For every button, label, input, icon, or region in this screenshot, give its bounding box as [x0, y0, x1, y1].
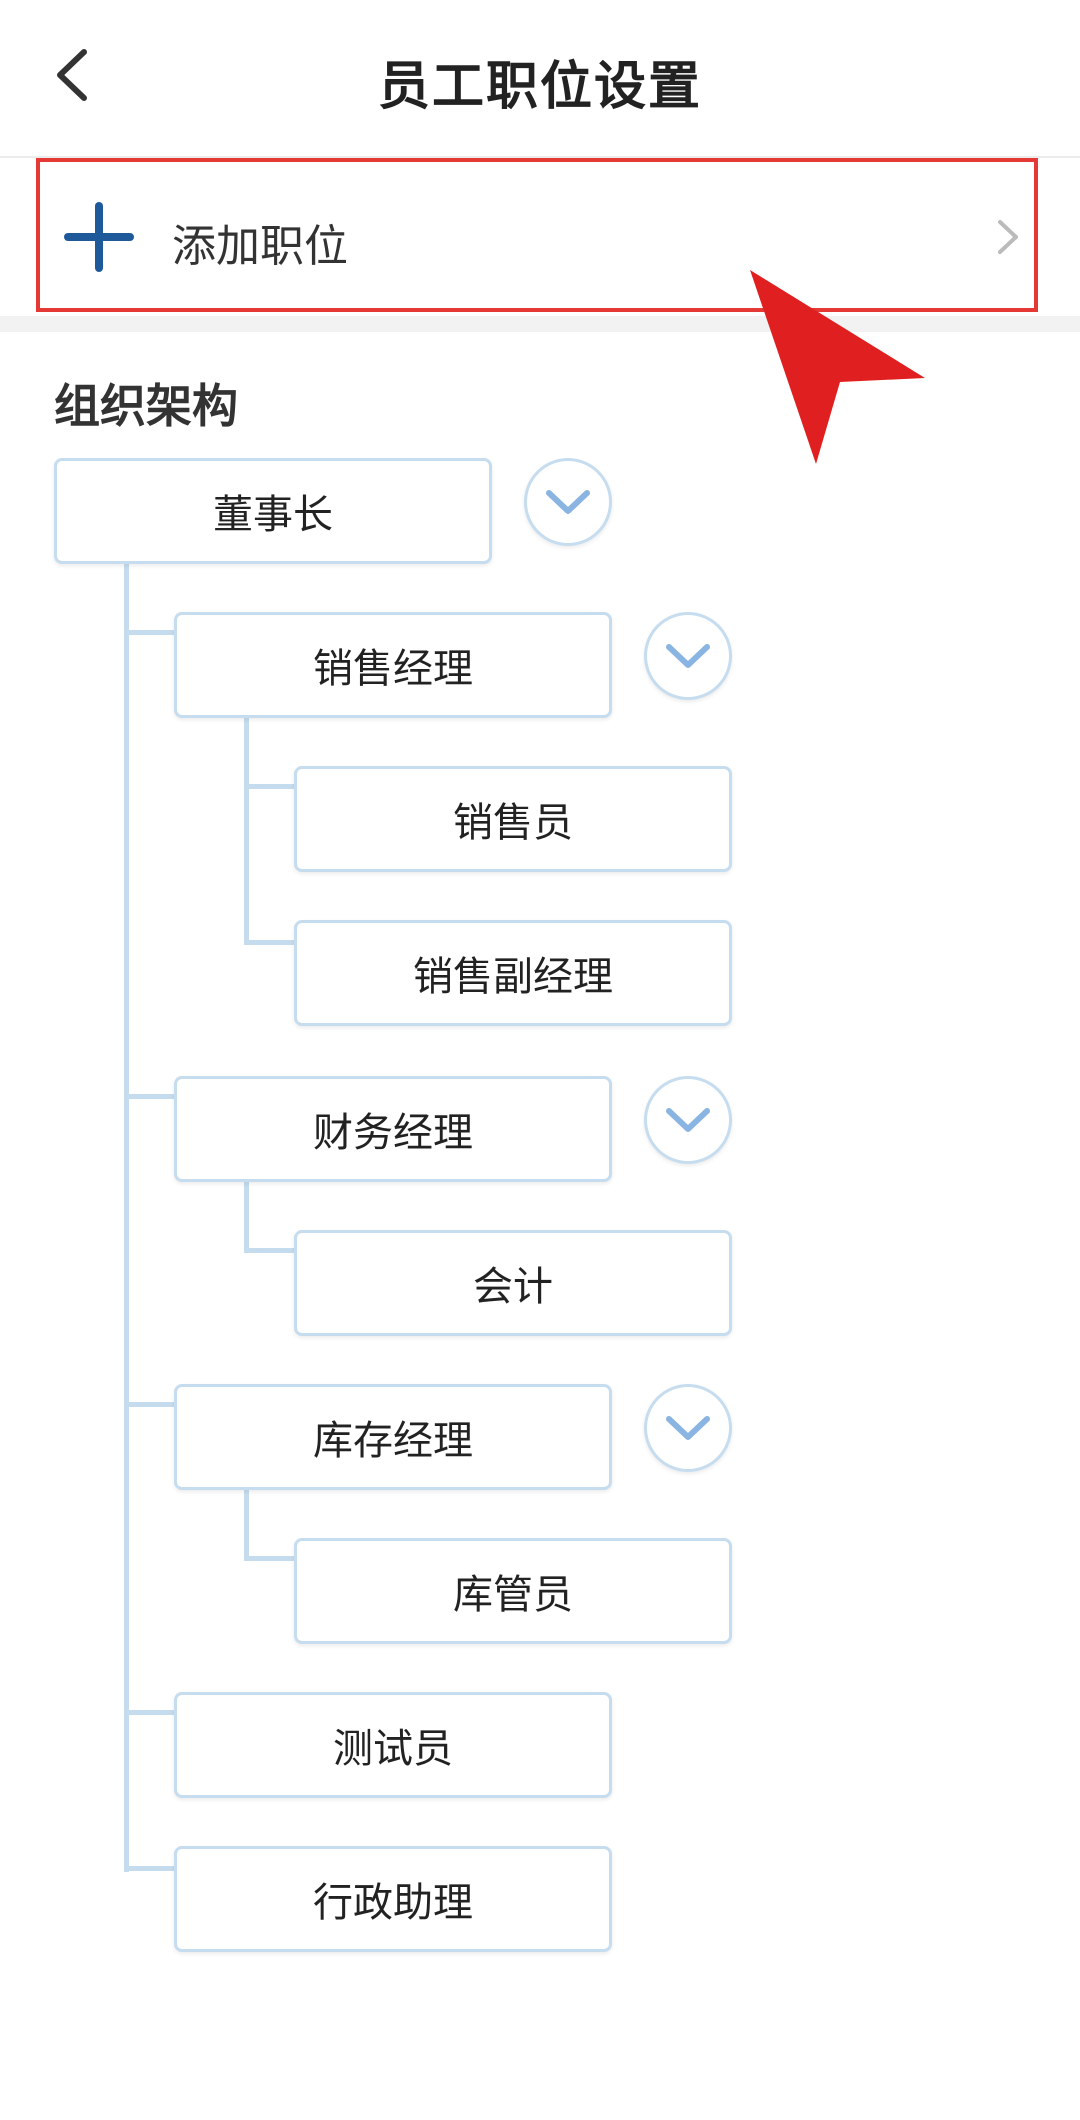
chevron-left-icon	[57, 49, 87, 101]
tree-line	[244, 1556, 296, 1561]
tree-line	[124, 630, 176, 635]
tree-line	[124, 1094, 176, 1099]
org-node-admin-assistant[interactable]: 行政助理	[174, 1846, 612, 1952]
add-position-label: 添加职位	[172, 221, 348, 272]
chevron-down-icon	[666, 644, 710, 668]
org-node-accountant[interactable]: 会计	[294, 1230, 732, 1336]
expand-button-inventory-manager[interactable]	[644, 1384, 732, 1472]
tree-line	[244, 718, 249, 944]
add-position-row[interactable]: 添加职位	[36, 158, 1038, 312]
org-node-finance-manager[interactable]: 财务经理	[174, 1076, 612, 1182]
org-node-warehouse-keeper[interactable]: 库管员	[294, 1538, 732, 1644]
org-node-deputy-sales-manager[interactable]: 销售副经理	[294, 920, 732, 1026]
tree-line	[124, 1402, 176, 1407]
tree-line	[244, 784, 296, 789]
org-node-inventory-manager[interactable]: 库存经理	[174, 1384, 612, 1490]
page-title: 员工职位设置	[377, 57, 702, 117]
plus-icon	[64, 202, 134, 272]
tree-line	[244, 1182, 249, 1252]
org-node-salesperson[interactable]: 销售员	[294, 766, 732, 872]
chevron-down-icon	[546, 490, 590, 514]
expand-button-sales-manager[interactable]	[644, 612, 732, 700]
org-node-sales-manager[interactable]: 销售经理	[174, 612, 612, 718]
cursor-arrow-icon	[750, 270, 925, 464]
chevron-down-icon	[666, 1108, 710, 1132]
tree-line	[124, 1710, 176, 1715]
back-button[interactable]	[40, 30, 110, 120]
expand-button-chairman[interactable]	[524, 458, 612, 546]
org-node-chairman[interactable]: 董事长	[54, 458, 492, 564]
tree-line	[244, 940, 296, 945]
chevron-right-icon	[998, 220, 1018, 254]
tree-line	[244, 1248, 296, 1253]
top-bar: 员工职位设置	[0, 0, 1080, 158]
chevron-down-icon	[666, 1416, 710, 1440]
tree-line	[124, 562, 129, 1872]
tree-line	[244, 1490, 249, 1560]
expand-button-finance-manager[interactable]	[644, 1076, 732, 1164]
org-node-tester[interactable]: 测试员	[174, 1692, 612, 1798]
org-structure-title: 组织架构	[54, 379, 238, 433]
tree-line	[124, 1866, 176, 1871]
